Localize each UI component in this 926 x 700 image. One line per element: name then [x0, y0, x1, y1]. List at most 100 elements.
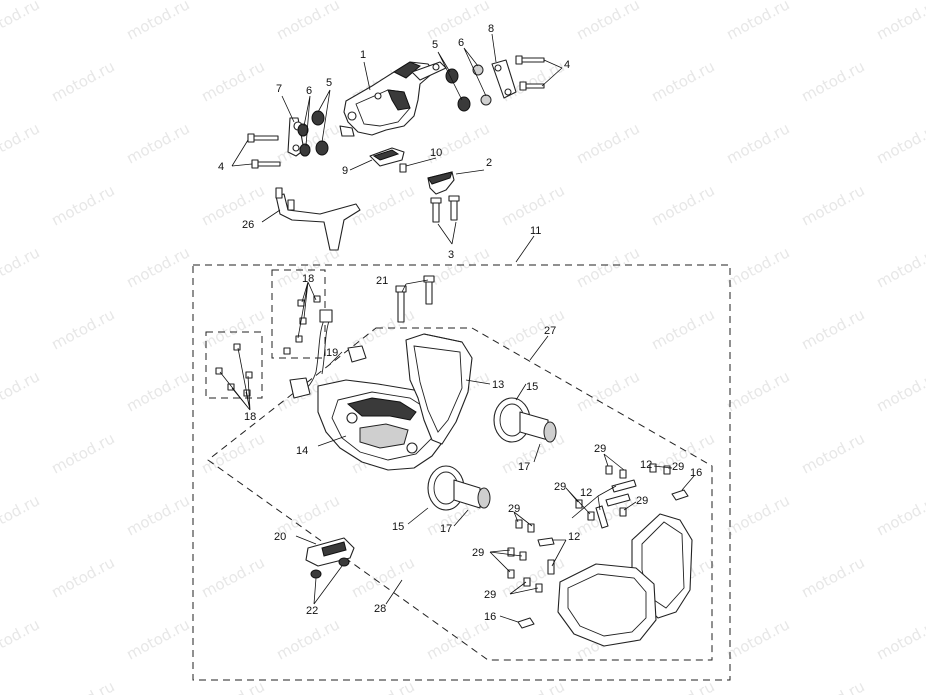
- watermark-text: motod.ru: [723, 0, 792, 44]
- bracket-switch: [369, 147, 405, 167]
- watermark-text: motod.ru: [198, 181, 267, 229]
- leader-lines: [219, 33, 695, 623]
- callout-29-e: 29: [508, 503, 520, 515]
- callout-29-b: 29: [672, 461, 684, 473]
- headlamp-lens: [405, 333, 473, 445]
- callout-15-top: 15: [526, 381, 538, 393]
- callout-12-a: 12: [580, 487, 592, 499]
- callout-10: 10: [430, 147, 442, 159]
- callout-6-right: 6: [458, 37, 464, 49]
- watermark-text: motod.ru: [198, 429, 267, 477]
- watermark-text: motod.ru: [48, 181, 117, 229]
- callout-8: 8: [488, 23, 494, 35]
- bulb-holder-top: [493, 397, 557, 443]
- callout-1: 1: [360, 49, 366, 61]
- upper-mounting-bracket: [339, 61, 447, 137]
- callout-18-bottom: 18: [244, 411, 256, 423]
- callout-4-left: 4: [218, 161, 224, 173]
- watermark-text: motod.ru: [48, 553, 117, 601]
- bolts-pair: [430, 195, 460, 223]
- callout-7: 7: [276, 83, 282, 95]
- watermark-text: motod.ru: [273, 615, 342, 663]
- watermark-text: motod.ru: [798, 57, 867, 105]
- watermark-text: motod.ru: [873, 0, 926, 44]
- watermark-text: motod.ru: [498, 677, 567, 695]
- watermark-text: motod.ru: [123, 243, 192, 291]
- watermark-text: motod.ru: [873, 491, 926, 539]
- watermark-text: motod.ru: [423, 243, 492, 291]
- watermark-text: motod.ru: [573, 119, 642, 167]
- watermark-text: motod.ru: [48, 429, 117, 477]
- callout-6-left: 6: [306, 85, 312, 97]
- right-bushings: [445, 55, 545, 112]
- callout-12-c: 12: [640, 459, 652, 471]
- watermark-text: motod.ru: [498, 181, 567, 229]
- mount-bracket-26: [275, 187, 361, 251]
- callout-4-right: 4: [564, 59, 570, 71]
- wiring-loom: [289, 309, 367, 399]
- callout-29-d: 29: [554, 481, 566, 493]
- headlamp-housing: [317, 379, 447, 471]
- watermark-text: motod.ru: [0, 491, 43, 539]
- watermark-text: motod.ru: [723, 243, 792, 291]
- callout-3: 3: [448, 249, 454, 261]
- callout-5-left: 5: [326, 77, 332, 89]
- indicator-assembly: [557, 513, 693, 647]
- watermark-text: motod.ru: [573, 243, 642, 291]
- watermark-text: motod.ru: [123, 0, 192, 44]
- watermark-text: motod.ru: [198, 553, 267, 601]
- callout-29-g: 29: [484, 589, 496, 601]
- callout-13: 13: [492, 379, 504, 391]
- watermark-text: motod.ru: [573, 367, 642, 415]
- watermark-text: motod.ru: [873, 615, 926, 663]
- callout-27: 27: [544, 325, 556, 337]
- watermark-text: motod.ru: [123, 615, 192, 663]
- callout-19: 19: [326, 347, 338, 359]
- callout-9: 9: [342, 165, 348, 177]
- callout-29-f: 29: [472, 547, 484, 559]
- watermark-text: motod.ru: [198, 305, 267, 353]
- watermark-text: motod.ru: [498, 305, 567, 353]
- lamp-unit-outline: [207, 327, 713, 661]
- watermark-text: motod.ru: [273, 119, 342, 167]
- left-bushings: [247, 110, 329, 169]
- watermark-text: motod.ru: [723, 615, 792, 663]
- watermark-text: motod.ru: [48, 677, 117, 695]
- callout-29-c: 29: [636, 495, 648, 507]
- watermark-text: motod.ru: [123, 119, 192, 167]
- watermark-text: motod.ru: [198, 677, 267, 695]
- watermark-text: motod.ru: [873, 243, 926, 291]
- watermark-text: motod.ru: [348, 553, 417, 601]
- bulb-holder-bottom: [427, 465, 491, 511]
- watermark-text: motod.ru: [198, 57, 267, 105]
- cover-cap: [427, 171, 455, 195]
- callout-20: 20: [274, 531, 286, 543]
- watermark-text: motod.ru: [798, 677, 867, 695]
- callout-17-bottom: 17: [440, 523, 452, 535]
- watermark-text: motod.ru: [423, 119, 492, 167]
- watermark-text: motod.ru: [873, 119, 926, 167]
- relay-unit: [305, 537, 355, 579]
- watermark-text: motod.ru: [873, 367, 926, 415]
- indicator-clips: [507, 463, 671, 593]
- watermark-text: motod.ru: [48, 305, 117, 353]
- callout-11: 11: [530, 225, 541, 237]
- watermark-text: motod.ru: [0, 119, 43, 167]
- callout-15-bottom: 15: [392, 521, 404, 533]
- callout-12-b: 12: [568, 531, 580, 543]
- watermark-text: motod.ru: [723, 491, 792, 539]
- watermark-text: motod.ru: [798, 553, 867, 601]
- watermark-text: motod.ru: [573, 0, 642, 44]
- screws-outline: [205, 331, 263, 399]
- watermark-text: motod.ru: [123, 491, 192, 539]
- watermark-text: motod.ru: [798, 429, 867, 477]
- watermark-text: motod.ru: [0, 243, 43, 291]
- watermark-text: motod.ru: [648, 57, 717, 105]
- callout-labels: 1 2 3 4 4 5 5 6 6 7 8 9 10 11 12 12 12 1…: [218, 23, 702, 623]
- callout-22: 22: [306, 605, 318, 617]
- small-screw: [399, 163, 407, 173]
- assembly-outline: [192, 264, 731, 681]
- watermark-text: motod.ru: [648, 305, 717, 353]
